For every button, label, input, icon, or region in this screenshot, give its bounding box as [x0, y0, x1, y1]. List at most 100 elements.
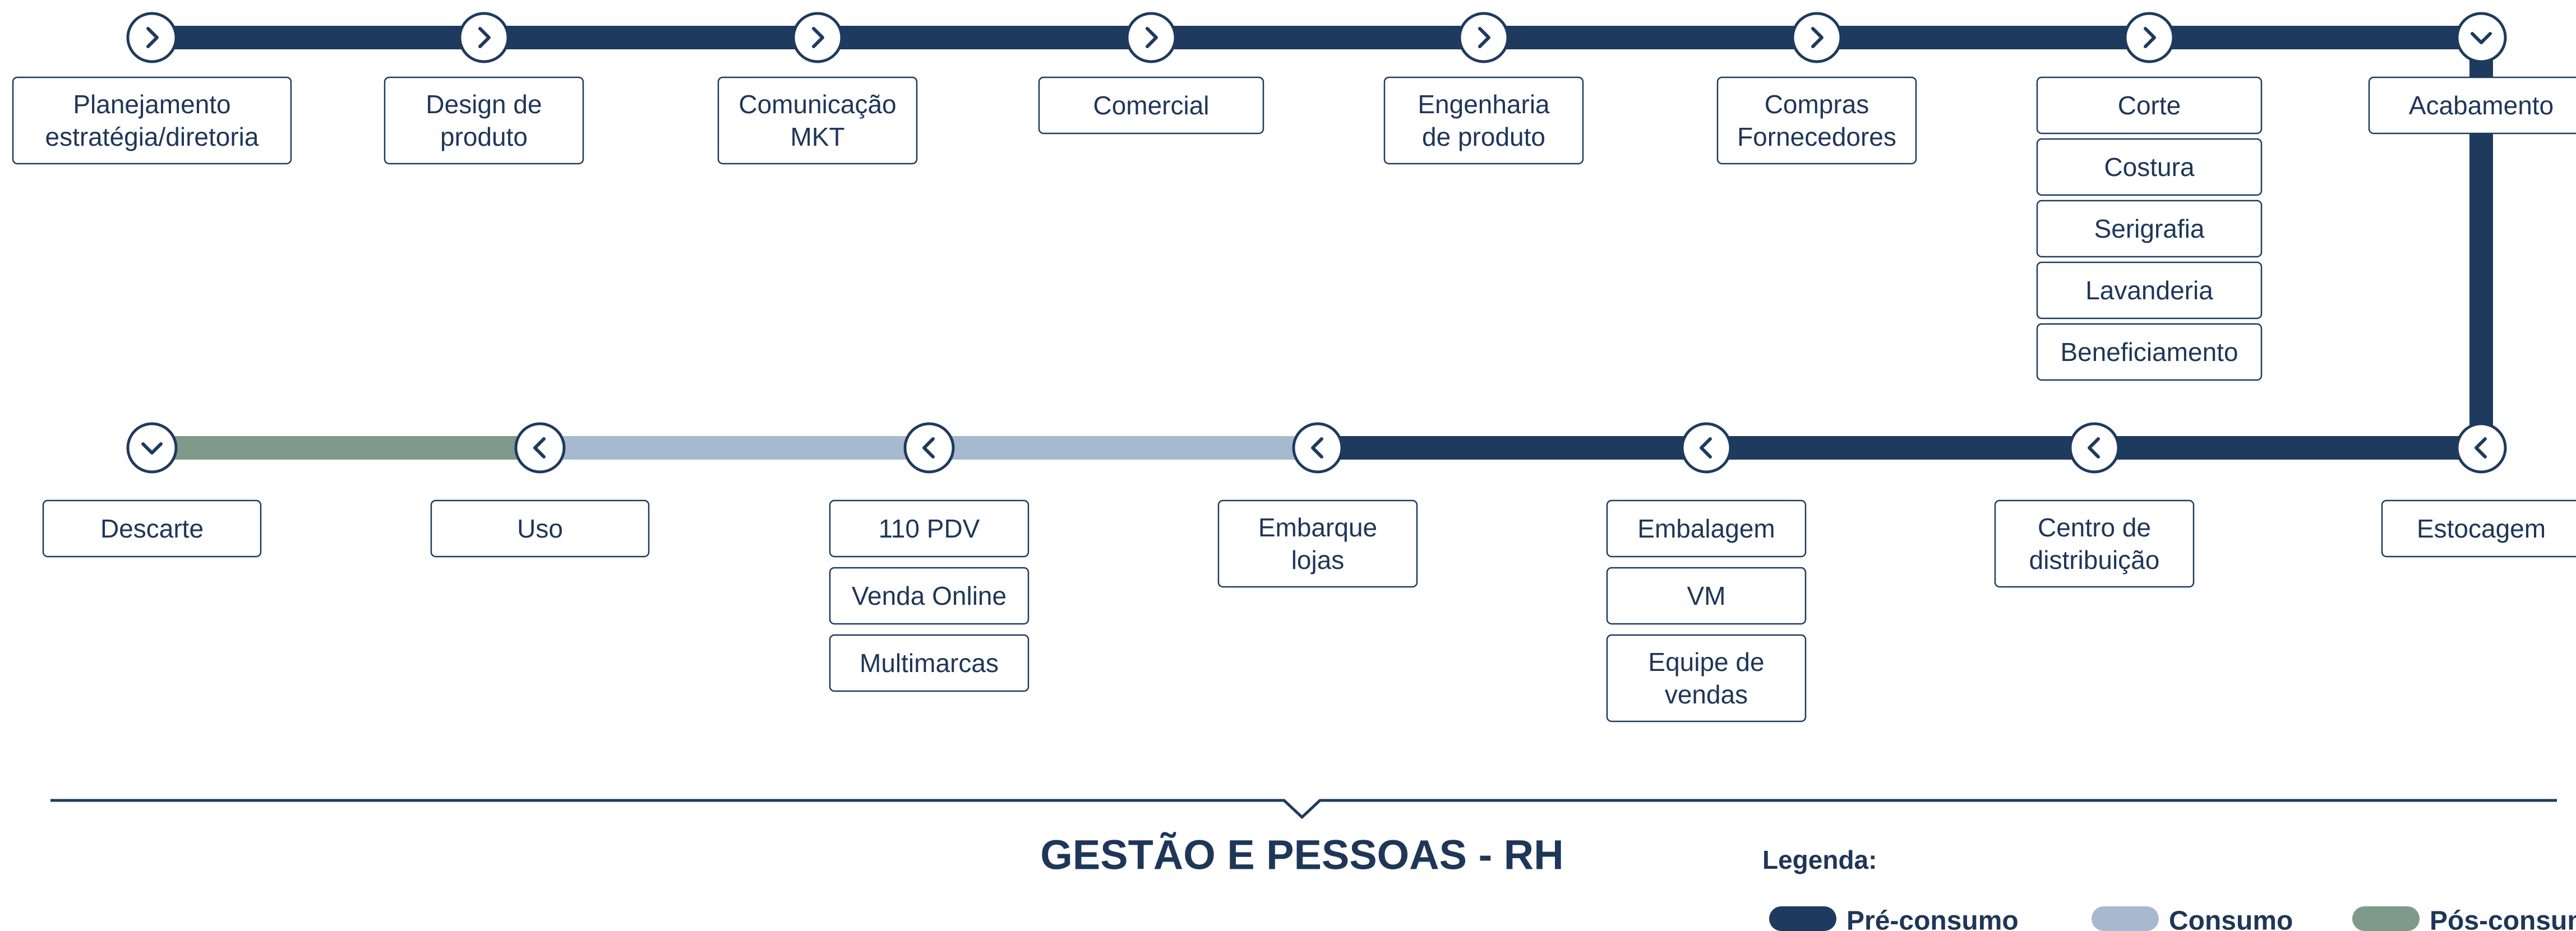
bottom-node-2-box-0: 110 PDV: [829, 499, 1030, 558]
top-node-6-box-2: Serigrafia: [2036, 200, 2263, 258]
label-box: [12, 76, 292, 165]
legend-title: Legenda:: [1762, 845, 1877, 874]
label-box: [1606, 499, 1807, 558]
bottom-node-4-box-0: Embalagem: [1606, 499, 1807, 558]
label-text: Embalagem: [1637, 514, 1775, 543]
legend-label: Pós-consumo: [2430, 906, 2576, 931]
page-title: GESTÃO E PESSOAS - RH: [1040, 832, 1563, 878]
chevron-left-icon: [2088, 437, 2100, 458]
marker-circle: [126, 422, 178, 474]
chevron-right-icon: [146, 27, 159, 48]
top-node-3-box-0: Comercial: [1038, 76, 1264, 135]
marker-top-1: [458, 12, 510, 63]
label-box: [1038, 76, 1264, 135]
label-box: [1994, 499, 2195, 588]
label-box: [2036, 261, 2263, 319]
label-text: Multimarcas: [860, 649, 999, 678]
label-text: VM: [1687, 581, 1726, 610]
label-box: [2036, 200, 2263, 258]
label-text: Descarte: [100, 514, 204, 543]
label-box: [1383, 76, 1584, 165]
label-text: Estocagem: [2417, 514, 2546, 543]
legend-swatch: [2092, 906, 2159, 931]
marker-bottom-3: [1292, 422, 1344, 474]
marker-bottom-2: [903, 422, 955, 474]
chevron-right-icon: [1811, 27, 1823, 48]
label-box: [2381, 499, 2576, 558]
label-box: [42, 499, 262, 558]
marker-circle: [1681, 422, 1732, 474]
label-text: Serigrafia: [2094, 214, 2205, 243]
label-box: [1217, 499, 1418, 588]
top-node-7-box-0: Acabamento: [2368, 76, 2576, 135]
marker-bottom-4: [1681, 422, 1732, 474]
label-text: 110 PDV: [879, 514, 980, 543]
chevron-left-icon: [922, 437, 935, 458]
legend-label: Consumo: [2169, 906, 2293, 931]
marker-bottom-1: [514, 422, 566, 474]
bottom-node-0-box-0: Descarte: [42, 499, 262, 558]
marker-circle: [2069, 422, 2120, 474]
marker-circle: [458, 12, 510, 63]
marker-top-3: [1125, 12, 1177, 63]
label-text: Costura: [2104, 152, 2194, 182]
label-box: [829, 499, 1030, 558]
label-text: Corte: [2118, 91, 2181, 120]
marker-top-6: [2123, 12, 2175, 63]
marker-top-7: [2455, 12, 2507, 63]
top-node-6-box-1: Costura: [2036, 138, 2263, 196]
marker-circle: [903, 422, 955, 474]
marker-top-0: [126, 12, 178, 63]
legend-item-2: Pós-consumo: [2352, 906, 2576, 931]
marker-circle: [1458, 12, 1509, 63]
label-box: [1606, 567, 1807, 625]
chevron-down-icon: [2471, 32, 2492, 44]
label-box: [1716, 76, 1917, 165]
marker-circle: [2455, 12, 2507, 63]
chevron-left-icon: [1700, 437, 1712, 458]
marker-bottom-5: [2069, 422, 2120, 474]
chevron-down-icon: [141, 442, 163, 455]
legend-item-1: Consumo: [2092, 906, 2293, 931]
label-box: [829, 634, 1030, 692]
marker-top-5: [1791, 12, 1843, 63]
label-box: [829, 567, 1030, 625]
marker-circle: [2455, 422, 2507, 474]
chevron-left-icon: [533, 437, 546, 458]
marker-circle: [1791, 12, 1843, 63]
bottom-node-4-box-1: VM: [1606, 567, 1807, 625]
label-box: [2368, 76, 2576, 135]
chevron-right-icon: [478, 27, 491, 48]
marker-top-4: [1458, 12, 1509, 63]
label-box: [1606, 634, 1807, 722]
label-text: Venda Online: [852, 581, 1007, 610]
legend-swatch: [2352, 906, 2420, 931]
top-node-6-box-4: Beneficiamento: [2036, 323, 2263, 381]
marker-bottom-6: [2455, 422, 2507, 474]
marker-circle: [792, 12, 843, 63]
marker-circle: [126, 12, 178, 63]
chevron-right-icon: [812, 27, 824, 48]
bottom-node-1-box-0: Uso: [430, 499, 650, 558]
chevron-left-icon: [1311, 437, 1323, 458]
chevron-right-icon: [1478, 27, 1490, 48]
label-box: [717, 76, 918, 165]
label-box: [2036, 138, 2263, 196]
marker-circle: [1125, 12, 1177, 63]
